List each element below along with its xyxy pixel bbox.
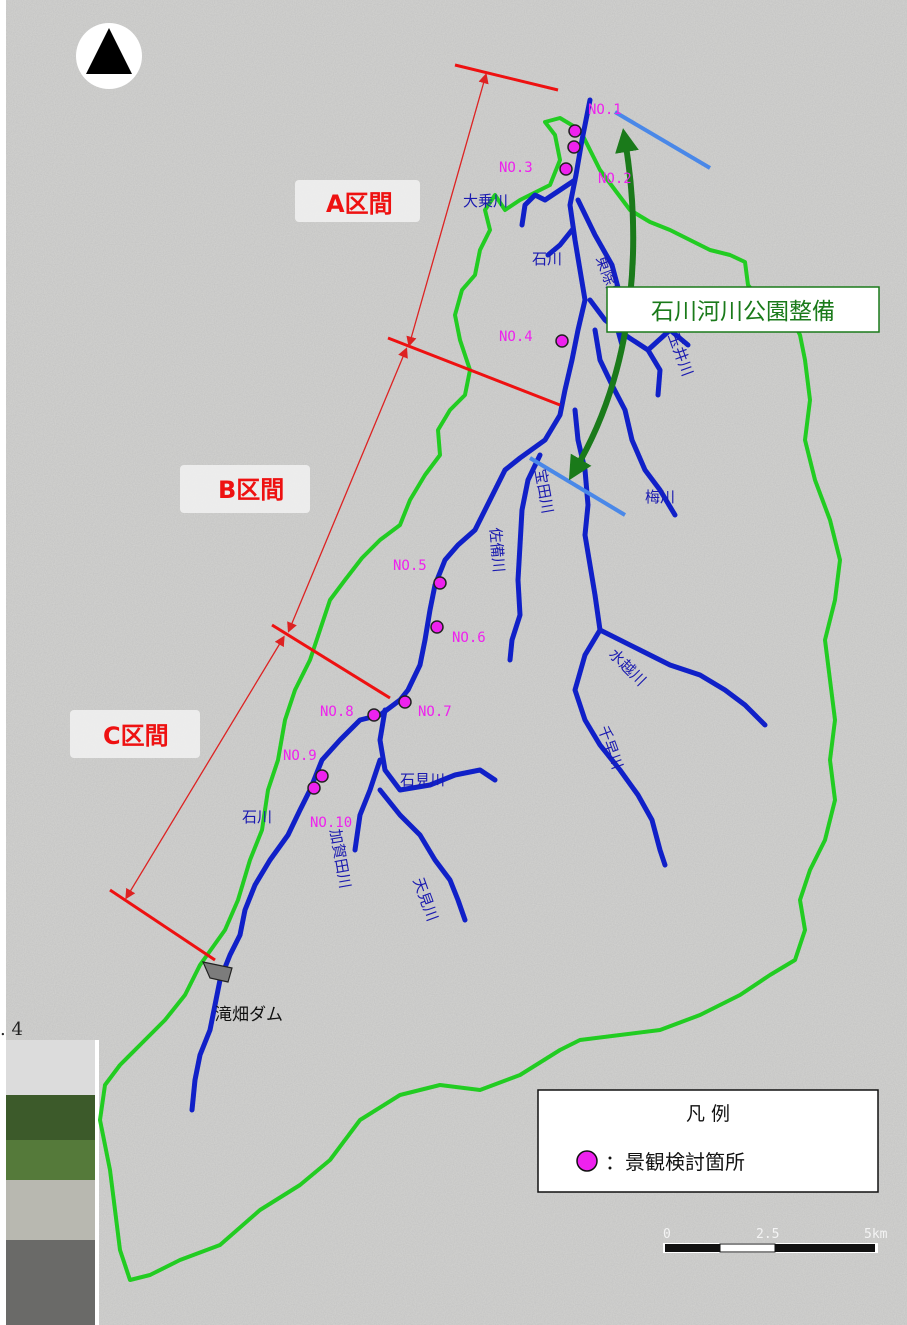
legend-item-label: ：景観検討箇所: [605, 1150, 745, 1174]
park-reach-lower-line: [528, 456, 627, 517]
daijo-river: [519, 177, 578, 228]
park-reach-upper-line: [613, 110, 712, 170]
park-label-box: 石川河川公園整備: [606, 286, 880, 333]
landscape-points: [307, 124, 582, 795]
section-a-top-line: [454, 63, 559, 92]
point-no9-a: [315, 769, 329, 783]
point-no10-b: [307, 781, 321, 795]
point-label-no9: NO.9: [283, 748, 317, 764]
point-no6: [430, 620, 444, 634]
section-labels: A区間 B区間 C区間: [103, 190, 393, 750]
section-bc-boundary-line: [271, 623, 391, 700]
section-b-extent-arrow: [287, 347, 408, 633]
point-no8: [367, 708, 381, 722]
scale-bar: 0 2.5 5km: [663, 1227, 888, 1253]
point-no5: [433, 576, 447, 590]
point-no3: [559, 162, 573, 176]
chihaya-river: [572, 627, 668, 868]
section-c-extent-arrow: [125, 635, 285, 900]
point-no1-a: [568, 124, 582, 138]
ishimi-river: [377, 707, 498, 793]
point-label-no3: NO.3: [499, 160, 533, 176]
section-c-bottom-line: [109, 888, 216, 962]
photo-inset: [0, 1040, 99, 1325]
suikoshi-river: [597, 627, 768, 728]
dam-icon: [201, 961, 233, 983]
river-label-ume: 梅川: [645, 488, 675, 506]
legend-point-icon: [576, 1150, 598, 1172]
point-label-no5: NO.5: [393, 558, 427, 574]
park-label-text: 石川河川公園整備: [651, 299, 835, 325]
point-label-no2: NO.2: [598, 171, 632, 187]
ishikawa-branch-river: [545, 227, 575, 258]
left-edge: [0, 0, 6, 1325]
point-no2-b: [567, 140, 581, 154]
scale-tick-0: 0: [663, 1227, 671, 1242]
section-b-label: B区間: [218, 476, 284, 504]
river-label-ishikawa-lower: 石川: [242, 808, 272, 826]
river-label-ishimi: 石見川: [400, 771, 445, 789]
point-label-no1: NO.1: [588, 102, 622, 118]
amami-river: [377, 787, 468, 923]
river-label-ishikawa-upper: 石川: [532, 250, 562, 268]
river-label-sakura: 佐備川: [486, 527, 508, 573]
section-c-label: C区間: [103, 722, 169, 750]
scale-tick-25: 2.5: [756, 1227, 779, 1242]
river-label-daijo: 大乗川: [463, 192, 508, 210]
point-label-no6: NO.6: [452, 630, 486, 646]
section-ab-boundary-line: [387, 336, 561, 407]
point-no4: [555, 334, 569, 348]
section-a-extent-arrow: [406, 72, 489, 348]
section-extent-arrows: [125, 72, 489, 900]
point-no7: [398, 695, 412, 709]
section-boundaries: [109, 63, 561, 962]
scale-tick-5km: 5km: [864, 1227, 888, 1242]
point-label-no10: NO.10: [310, 815, 352, 831]
section-label-backgrounds: [70, 180, 420, 758]
dam-label: 滝畑ダム: [215, 1005, 283, 1025]
kasegawa-river: [352, 757, 383, 853]
point-label-no8: NO.8: [320, 704, 354, 720]
legend-title: 凡 例: [686, 1103, 730, 1125]
point-label-no7: NO.7: [418, 704, 452, 720]
section-a-label: A区間: [326, 190, 393, 218]
basin-boundary: [98, 116, 842, 1282]
legend: 凡 例 ：景観検討箇所: [537, 1089, 879, 1193]
point-label-no4: NO.4: [499, 329, 533, 345]
point-labels: NO.1 NO.2 NO.3 NO.4 NO.5 NO.6 NO.7 NO.8 …: [283, 102, 632, 831]
edge-fragment-text: . 4: [0, 1019, 23, 1040]
north-arrow-icon: [76, 23, 142, 89]
park-reach-lines: [528, 110, 712, 517]
sakura-river: [507, 452, 543, 663]
